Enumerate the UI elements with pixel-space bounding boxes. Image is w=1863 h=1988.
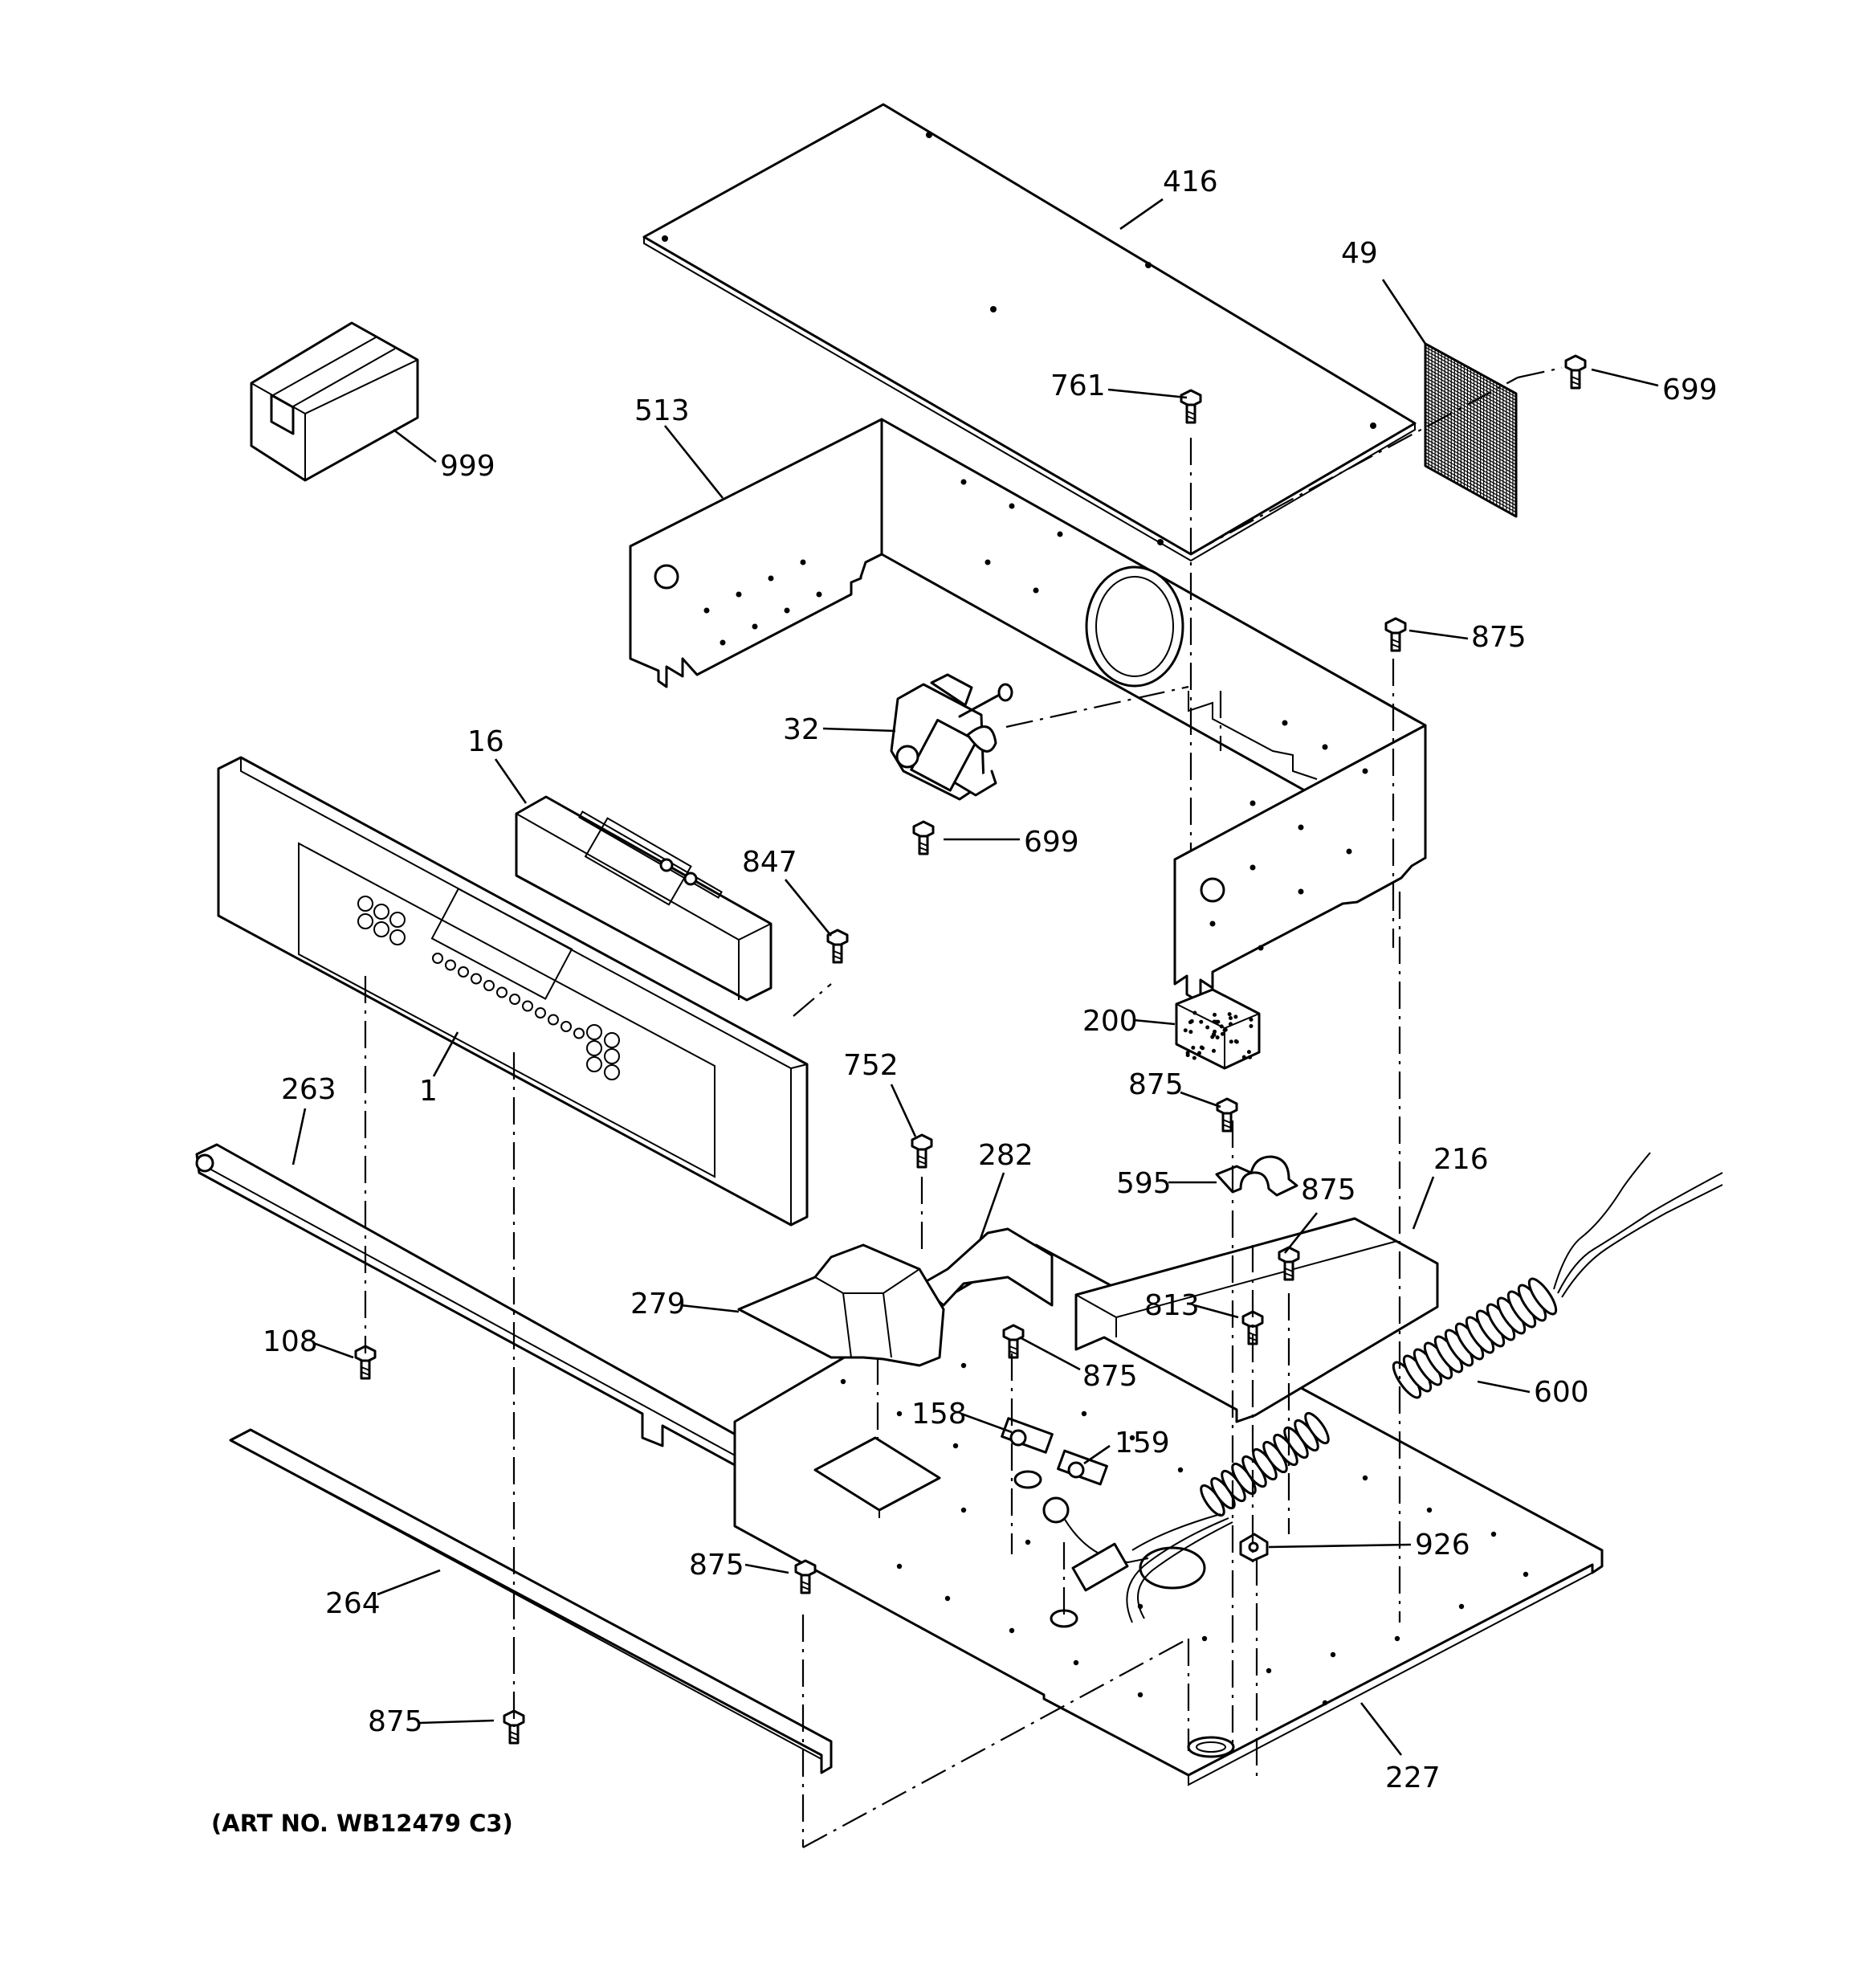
part-999-box: [250, 321, 419, 482]
callout-699-mid: 699: [1024, 826, 1079, 859]
callout-216: 216: [1433, 1143, 1489, 1176]
callout-875-clamp: 875: [1128, 1068, 1184, 1101]
part-264-lower-rail: [229, 1428, 833, 1774]
callout-926: 926: [1415, 1529, 1470, 1561]
callout-999: 999: [440, 450, 495, 483]
art-number: (ART NO. WB12479 C3): [211, 1810, 513, 1837]
part-282-duct: [918, 1227, 1054, 1307]
leader-lines: [291, 198, 1659, 1756]
part-16-control-board: [515, 795, 773, 1002]
callout-1: 1: [419, 1075, 438, 1108]
part-49-mesh-screen: [1424, 342, 1518, 518]
callout-227: 227: [1385, 1761, 1441, 1794]
callout-416: 416: [1163, 165, 1218, 198]
alignment-lines: [364, 366, 1563, 1848]
callout-49: 49: [1341, 237, 1378, 270]
callout-200: 200: [1082, 1005, 1138, 1038]
part-263-trim-rail: [195, 1143, 805, 1497]
callout-875-lower: 875: [689, 1549, 744, 1582]
callout-752: 752: [843, 1049, 899, 1082]
callout-699-top: 699: [1662, 374, 1718, 406]
callout-847: 847: [742, 846, 797, 879]
callout-264: 264: [325, 1587, 381, 1620]
part-159-thermostat: [1057, 1449, 1108, 1486]
callout-16: 16: [467, 725, 504, 758]
callout-875-cover: 875: [1301, 1174, 1356, 1206]
callout-813: 813: [1144, 1289, 1200, 1322]
part-227-bottom-plate: [733, 1243, 1604, 1786]
callout-labels: 416 49 699 761 513 999 875 32 16 699 847…: [263, 165, 1718, 1794]
callout-875-bottom: 875: [368, 1705, 423, 1738]
callout-158: 158: [911, 1398, 967, 1431]
callout-600: 600: [1534, 1376, 1589, 1409]
part-158-thermostat: [1001, 1417, 1054, 1454]
part-600-power-cord: [1042, 1152, 1723, 1623]
callout-108: 108: [263, 1325, 318, 1358]
part-513-wrapper: [629, 418, 1427, 1004]
callout-761: 761: [1050, 369, 1106, 402]
part-32-fan-motor: [890, 673, 1013, 801]
part-200-insulation-block: [1175, 988, 1261, 1070]
callout-513: 513: [634, 394, 690, 427]
callout-875-right: 875: [1471, 621, 1527, 654]
callout-32: 32: [783, 713, 820, 746]
part-595-clamp: [1215, 1155, 1298, 1197]
part-416-top-panel: [642, 103, 1417, 562]
callout-159: 159: [1115, 1427, 1170, 1459]
callout-282: 282: [978, 1139, 1033, 1172]
callout-279: 279: [630, 1288, 686, 1321]
callout-875-plate: 875: [1082, 1360, 1138, 1393]
part-279-duct-elbow: [737, 1243, 945, 1367]
callout-595: 595: [1116, 1167, 1172, 1200]
part-1-control-panel: [217, 756, 809, 1227]
callout-263: 263: [281, 1073, 336, 1106]
part-926-grommet: [1239, 1533, 1269, 1562]
